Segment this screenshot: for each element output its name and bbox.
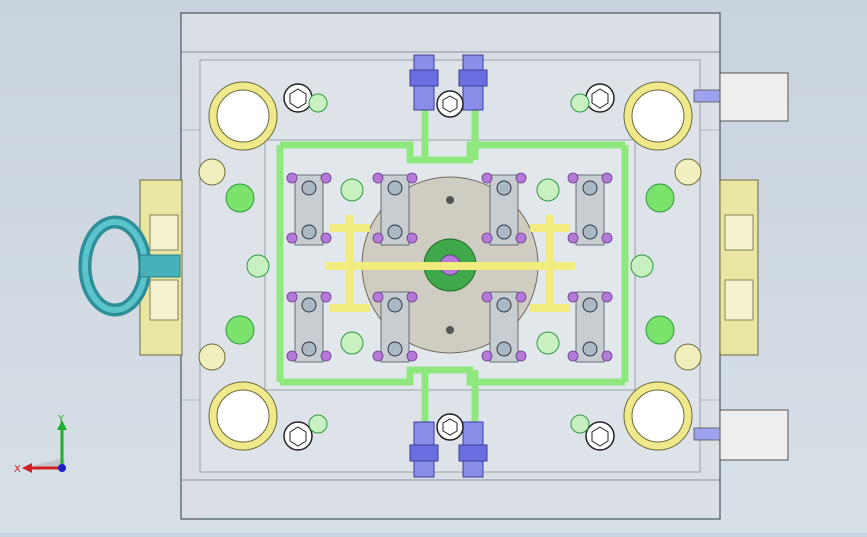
left-lock-slot xyxy=(149,279,179,321)
locating-rings xyxy=(246,93,654,434)
hydraulic-cylinder-top xyxy=(693,72,789,122)
z-axis-dot xyxy=(58,464,66,472)
runner-system xyxy=(325,215,575,312)
y-axis-head xyxy=(57,420,67,430)
x-axis-head xyxy=(22,463,32,473)
return-pin xyxy=(198,343,226,371)
pin-hole xyxy=(446,196,454,204)
axis-triad: Y X xyxy=(10,412,80,477)
cooling-channels xyxy=(276,100,629,430)
guide-bushing xyxy=(623,381,693,451)
hex-bolt xyxy=(585,83,615,113)
support-pillar xyxy=(225,183,255,213)
lifting-eye-bolt xyxy=(78,215,181,317)
return-pin xyxy=(674,158,702,186)
guide-bushing xyxy=(208,81,278,151)
hydraulic-cylinder-bottom xyxy=(693,409,789,461)
water-fittings-bottom xyxy=(409,421,488,478)
return-pin xyxy=(198,158,226,186)
hex-bolt xyxy=(283,83,313,113)
socket-screws xyxy=(301,180,598,357)
support-pillar xyxy=(645,315,675,345)
x-axis-label: X xyxy=(14,464,21,475)
support-pillar xyxy=(225,315,255,345)
guide-bushing xyxy=(208,381,278,451)
ejector-pins xyxy=(286,172,613,362)
hex-bolt xyxy=(283,421,313,451)
hex-bolt xyxy=(585,421,615,451)
left-lock-slot xyxy=(149,214,179,251)
right-lock-slot xyxy=(724,214,754,251)
right-side-lock xyxy=(719,179,759,356)
pin-hole xyxy=(446,326,454,334)
hex-bolt xyxy=(436,90,464,118)
return-pin xyxy=(674,343,702,371)
mould-base-assembly[interactable] xyxy=(78,12,789,520)
y-axis-label: Y xyxy=(57,414,65,425)
right-lock-slot xyxy=(724,279,754,321)
water-fittings-top xyxy=(409,54,488,111)
hex-bolt xyxy=(436,413,464,441)
support-pillar xyxy=(645,183,675,213)
guide-bushing xyxy=(623,81,693,151)
